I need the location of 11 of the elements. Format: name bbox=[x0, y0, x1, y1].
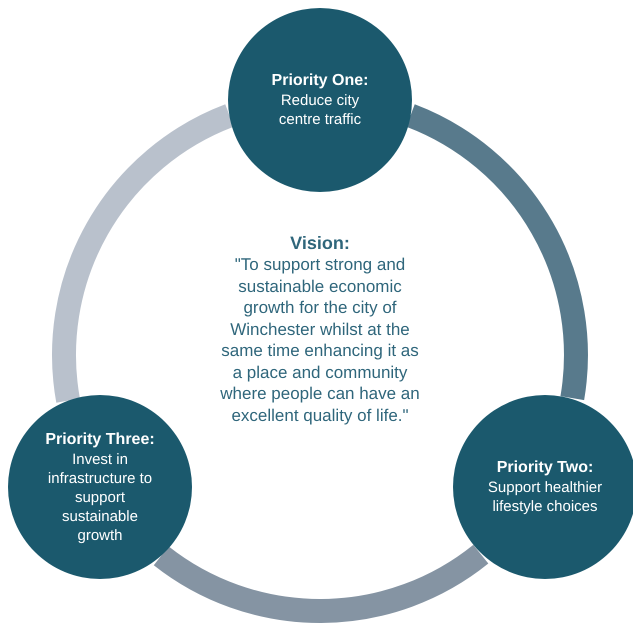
ring-arc bbox=[406, 104, 588, 400]
priority-text: Invest in infrastructure to support sustainable growth bbox=[46, 450, 154, 544]
ring-arc bbox=[154, 544, 488, 623]
priority-heading: Priority Three: bbox=[45, 430, 155, 450]
priority-heading: Priority One: bbox=[272, 71, 368, 91]
vision-statement: "To support strong and sustainable economic growth for the city of Winchester whilst at the same time enhancing it as a place and community where people can have an excellent quality of life." bbox=[219, 254, 421, 426]
vision-heading: Vision: bbox=[289, 232, 351, 254]
ring-arc bbox=[52, 104, 234, 402]
priority-heading: Priority Two: bbox=[496, 458, 594, 478]
priority-text: Support healthier lifestyle choices bbox=[487, 478, 603, 516]
priority-text: Reduce city centre traffic bbox=[278, 91, 362, 129]
